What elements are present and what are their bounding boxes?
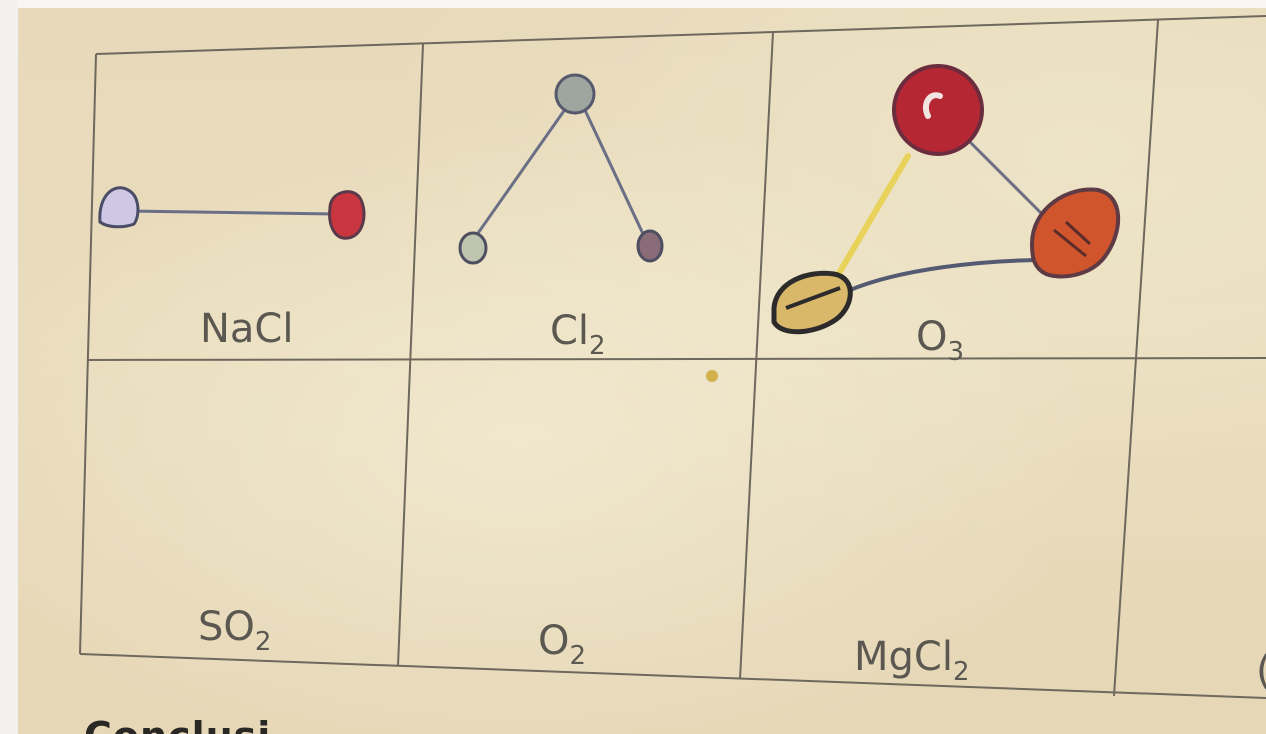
label-partial-right: ( xyxy=(1256,648,1266,694)
top-border xyxy=(0,0,1266,8)
top-atom xyxy=(554,73,596,115)
worksheet-grid: NaCl Cl2 O3 SO2 O2 MgCl2 ( xyxy=(79,15,1266,699)
label-o3: O3 xyxy=(916,314,964,367)
left-atom xyxy=(458,231,488,265)
grid-line-col-3 xyxy=(1113,19,1159,697)
conclusion-heading: Conclusi... xyxy=(84,714,318,734)
grid-line-col-0 xyxy=(79,53,97,655)
grid-line-top xyxy=(95,15,1266,55)
sodium-atom xyxy=(98,186,140,229)
label-cl2: Cl2 xyxy=(550,308,606,361)
label-so2: SO2 xyxy=(198,604,271,657)
molecule-o3-drawing xyxy=(771,64,1121,335)
paper-spot xyxy=(706,370,718,382)
bond-stick xyxy=(125,209,337,216)
right-oxygen-mark xyxy=(1053,220,1092,258)
bond-stick-left xyxy=(474,107,568,237)
label-mgcl2: MgCl2 xyxy=(854,634,970,687)
grid-line-middle xyxy=(87,357,1266,361)
bottom-left-atom xyxy=(771,270,853,335)
molecule-cl2-drawing xyxy=(458,73,664,265)
right-atom xyxy=(636,229,664,263)
chlorine-atom xyxy=(328,190,366,240)
bottom-left-atom-mark xyxy=(785,286,841,310)
label-o2: O2 xyxy=(538,618,586,671)
grid-line-col-2 xyxy=(739,31,774,680)
top-oxygen-atom xyxy=(892,64,984,156)
bond-stick-right xyxy=(582,107,646,237)
molecule-nacl-drawing xyxy=(98,186,366,240)
grid-line-bottom xyxy=(79,653,1266,699)
bond-stick-bottom xyxy=(849,258,1049,292)
yellow-bond xyxy=(825,153,911,295)
left-border xyxy=(0,0,18,734)
worksheet-photo: NaCl Cl2 O3 SO2 O2 MgCl2 ( Conclusi... xyxy=(18,8,1266,734)
right-oxygen-atom xyxy=(1029,187,1121,279)
label-nacl: NaCl xyxy=(200,306,293,352)
grid-lines xyxy=(79,15,1266,699)
top-oxygen-highlight xyxy=(922,92,943,119)
grid-line-col-1 xyxy=(397,43,424,667)
